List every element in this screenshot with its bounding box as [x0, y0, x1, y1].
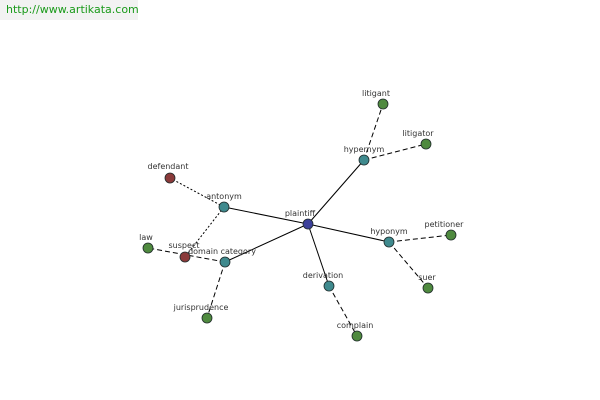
label-suer: suer	[418, 273, 436, 282]
label-jurisprudence: jurisprudence	[173, 303, 229, 312]
node-domain-category[interactable]	[219, 256, 231, 268]
edge-hyponym-petitioner	[388, 234, 452, 243]
label-antonym: antonym	[206, 192, 242, 201]
edge-plaintiff-hypernym	[307, 159, 365, 225]
edge-plaintiff-derivation	[307, 223, 330, 287]
edge-derivation-complain	[328, 285, 358, 337]
edge-plaintiff-hyponym	[307, 223, 390, 243]
node-suer[interactable]	[422, 282, 434, 294]
label-domain-category: domain category	[188, 247, 256, 256]
edge-antonym-suspect	[184, 206, 225, 258]
edge-hypernym-litigator	[363, 143, 427, 161]
node-hyponym[interactable]	[383, 236, 395, 248]
label-hyponym: hyponym	[370, 227, 408, 236]
label-complain: complain	[337, 321, 374, 330]
label-plaintiff: plaintiff	[285, 209, 316, 218]
graph-nodes	[142, 98, 457, 342]
label-law: law	[139, 233, 153, 242]
edge-plaintiff-domain-category	[224, 223, 309, 263]
node-suspect[interactable]	[179, 251, 191, 263]
label-petitioner: petitioner	[425, 220, 465, 229]
label-litigant: litigant	[362, 89, 390, 98]
label-litigator: litigator	[402, 129, 434, 138]
graph-edges	[147, 103, 452, 337]
watermark-url: http://www.artikata.com	[0, 0, 139, 20]
graph-labels: plaintiff hypernym antonym domain category h…	[139, 89, 464, 330]
node-litigator[interactable]	[420, 138, 432, 150]
node-derivation[interactable]	[323, 280, 335, 292]
node-complain[interactable]	[351, 330, 363, 342]
label-defendant: defendant	[148, 162, 189, 171]
edge-plaintiff-antonym	[223, 206, 309, 225]
edge-hypernym-litigant	[363, 103, 384, 161]
edge-domain-category-jurisprudence	[206, 261, 226, 319]
edge-domain-category-law	[147, 247, 226, 263]
node-defendant[interactable]	[164, 172, 176, 184]
node-antonym[interactable]	[218, 201, 230, 213]
node-petitioner[interactable]	[445, 229, 457, 241]
edge-hyponym-suer	[388, 241, 429, 289]
label-derivation: derivation	[303, 271, 343, 280]
node-law[interactable]	[142, 242, 154, 254]
node-plaintiff[interactable]	[302, 218, 314, 230]
node-hypernym[interactable]	[358, 154, 370, 166]
node-litigant[interactable]	[377, 98, 389, 110]
label-hypernym: hypernym	[344, 145, 385, 154]
node-jurisprudence[interactable]	[201, 312, 213, 324]
label-suspect: suspect	[169, 241, 200, 250]
